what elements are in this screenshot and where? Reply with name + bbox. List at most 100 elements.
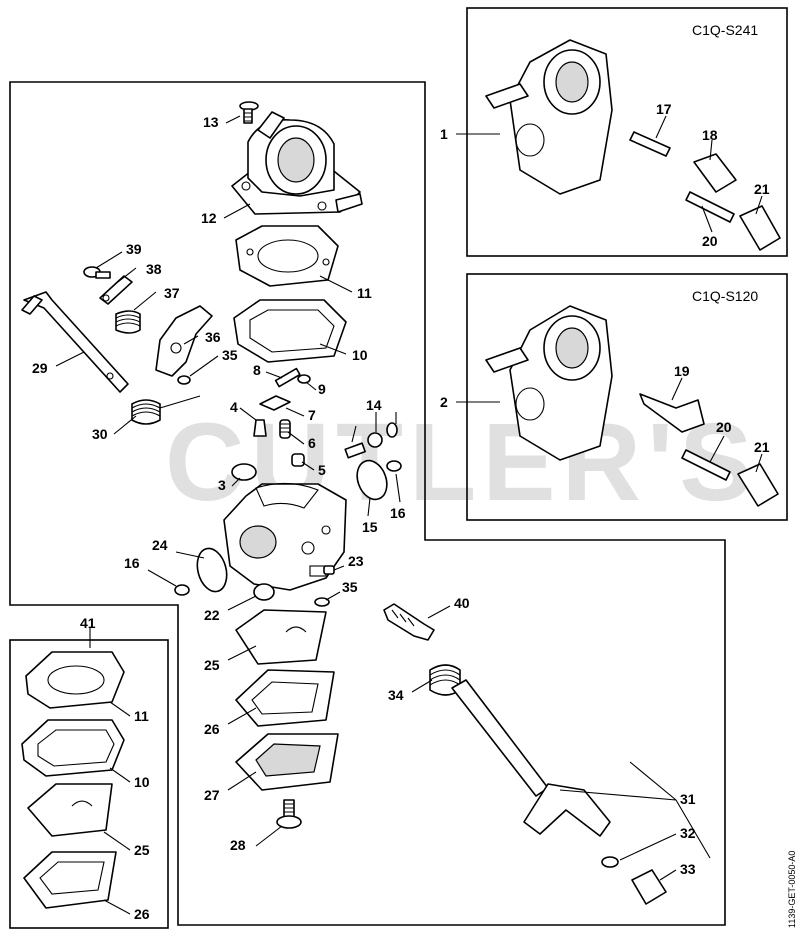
carburetor-body xyxy=(223,482,347,591)
callout-kit-26: 26 xyxy=(134,906,150,922)
shaft-part-29 xyxy=(21,291,129,393)
callout-6: 6 xyxy=(308,435,316,451)
callout-16-lower: 16 xyxy=(124,555,140,571)
callout-12: 12 xyxy=(201,210,217,226)
lever-part-7 xyxy=(259,395,291,411)
callout-14: 14 xyxy=(366,397,382,413)
callout-29: 29 xyxy=(32,360,48,376)
disc-part-24 xyxy=(196,547,228,593)
pin-part-8 xyxy=(274,367,301,388)
carburetor-complete-s241 xyxy=(485,39,613,195)
callout-32: 32 xyxy=(680,825,696,841)
diaphragm-part-25 xyxy=(235,609,327,665)
callout-9: 9 xyxy=(318,381,326,397)
disc-part-15 xyxy=(356,459,388,501)
callout-15: 15 xyxy=(362,519,378,535)
callout-20-upper: 20 xyxy=(702,233,718,249)
callout-38: 38 xyxy=(146,261,162,277)
inset-frame-c1q-s120 xyxy=(466,273,788,521)
screw-part-39 xyxy=(83,266,111,279)
callout-3: 3 xyxy=(218,477,226,493)
carburetor-complete-s120 xyxy=(485,305,613,461)
callout-10: 10 xyxy=(352,347,368,363)
needle-part-14 xyxy=(344,422,398,459)
ferrule-part-33 xyxy=(631,869,667,905)
screen-part-5 xyxy=(291,453,305,467)
main-assembly-frame xyxy=(9,81,726,926)
spring-part-6 xyxy=(279,419,291,439)
gasket-part-11 xyxy=(235,225,339,287)
callout-40: 40 xyxy=(454,595,470,611)
clip-part-35b xyxy=(314,597,330,607)
needle-part-20b xyxy=(681,449,731,481)
screw-part-9 xyxy=(297,374,311,384)
callout-30: 30 xyxy=(92,426,108,442)
callout-27: 27 xyxy=(204,787,220,803)
cover-part-27 xyxy=(235,733,339,791)
callout-24: 24 xyxy=(152,537,168,553)
leader-lines xyxy=(55,115,763,915)
cap-part-21a xyxy=(739,205,781,251)
callout-kit-25: 25 xyxy=(134,842,150,858)
callout-37: 37 xyxy=(164,285,180,301)
spring-part-37 xyxy=(115,310,141,334)
needle-part-20a xyxy=(685,191,735,223)
callout-5: 5 xyxy=(318,462,326,478)
callout-16-upper: 16 xyxy=(390,505,406,521)
screw-part-16b xyxy=(174,584,190,596)
model-label-c1q-s120: C1Q-S120 xyxy=(692,288,758,304)
callout-kit-11: 11 xyxy=(134,708,149,724)
callout-22: 22 xyxy=(204,607,220,623)
kit-gasket-part-11 xyxy=(25,651,125,709)
callout-kit-10: 10 xyxy=(134,774,150,790)
plug-part-3 xyxy=(231,463,257,481)
pin-part-23 xyxy=(323,565,335,575)
callout-2: 2 xyxy=(440,394,448,410)
callout-25: 25 xyxy=(204,657,220,673)
callout-31: 31 xyxy=(680,791,696,807)
callout-28: 28 xyxy=(230,837,246,853)
plate-part-38 xyxy=(99,275,133,305)
callout-13: 13 xyxy=(203,114,219,130)
throttle-housing-part-12 xyxy=(231,111,363,215)
callout-21-upper: 21 xyxy=(754,181,770,197)
screw-part-13 xyxy=(239,101,259,124)
model-label-c1q-s241: C1Q-S241 xyxy=(692,22,758,38)
pin-part-40 xyxy=(383,603,435,641)
callout-35-lower: 35 xyxy=(342,579,358,595)
gasket-part-10 xyxy=(233,299,347,363)
lever-part-36 xyxy=(155,305,213,377)
callout-26: 26 xyxy=(204,721,220,737)
callout-19: 19 xyxy=(674,363,690,379)
callout-7: 7 xyxy=(308,407,316,423)
screw-part-32 xyxy=(601,856,619,868)
callout-17: 17 xyxy=(656,101,672,117)
callout-18: 18 xyxy=(702,127,718,143)
callout-33: 33 xyxy=(680,861,696,877)
callout-34: 34 xyxy=(388,687,404,703)
clip-part-35a xyxy=(177,375,191,385)
callout-23: 23 xyxy=(348,553,364,569)
callout-20-lower: 20 xyxy=(716,419,732,435)
document-code: 1139-GET-0050-A0 xyxy=(787,851,797,928)
inset-frame-c1q-s241 xyxy=(466,7,788,257)
callout-4: 4 xyxy=(230,399,238,415)
cap-part-18 xyxy=(693,153,737,193)
kit-gasket-part-26 xyxy=(23,851,117,909)
screw-part-28 xyxy=(276,799,302,829)
callout-35-upper: 35 xyxy=(222,347,238,363)
callout-21-lower: 21 xyxy=(754,439,770,455)
cap-part-19 xyxy=(639,393,705,433)
callout-11: 11 xyxy=(357,285,372,301)
needle-part-17 xyxy=(629,131,671,157)
kit-gasket-part-10 xyxy=(21,719,125,777)
callout-1: 1 xyxy=(440,126,448,142)
spring-part-30 xyxy=(131,395,201,425)
gasket-part-26 xyxy=(235,669,335,727)
callout-8: 8 xyxy=(253,362,261,378)
callout-39: 39 xyxy=(126,241,142,257)
screw-part-16a xyxy=(386,460,402,472)
screen-part-22 xyxy=(253,583,275,601)
gasket-kit-frame xyxy=(9,639,169,929)
